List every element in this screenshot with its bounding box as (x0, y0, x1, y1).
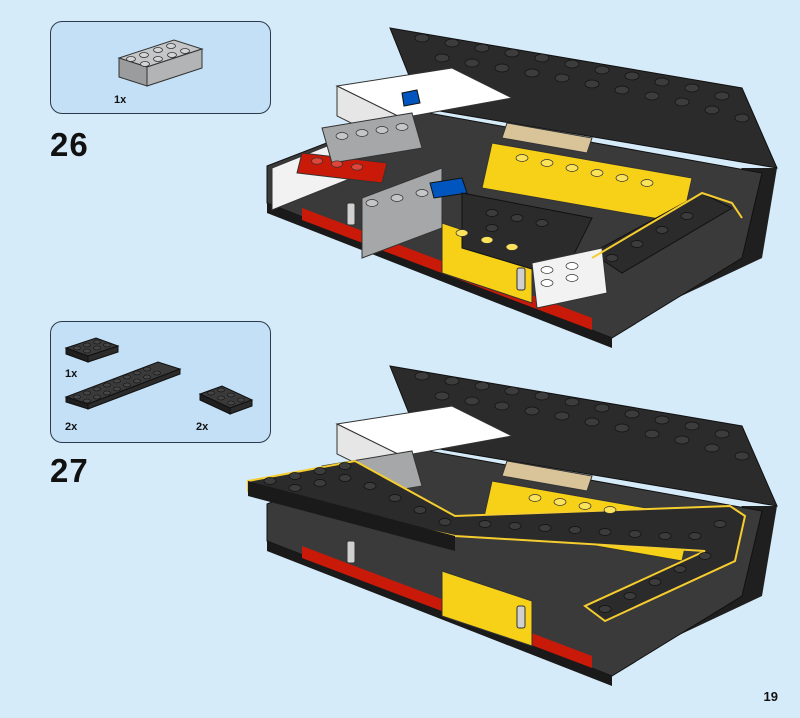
gray-2x4-brick-icon (117, 39, 204, 87)
step-26-model-illustration (266, 27, 778, 348)
black-2x3-plate-icon (198, 385, 254, 415)
black-2x10-plate-icon (64, 361, 182, 410)
step-26-parts-box: 1x (50, 21, 271, 114)
page-number: 19 (763, 689, 778, 704)
part-quantity: 1x (114, 94, 127, 106)
part-quantity: 2x (65, 421, 78, 433)
step-number-26: 26 (50, 126, 89, 163)
part-quantity: 2x (196, 421, 209, 433)
step-27-parts-box: 1x 2x 2x (50, 321, 271, 443)
step-number-27: 27 (50, 452, 89, 489)
black-2x3-plate-icon (64, 337, 120, 363)
part-quantity: 1x (65, 368, 78, 380)
step-27-model-illustration (247, 365, 778, 686)
